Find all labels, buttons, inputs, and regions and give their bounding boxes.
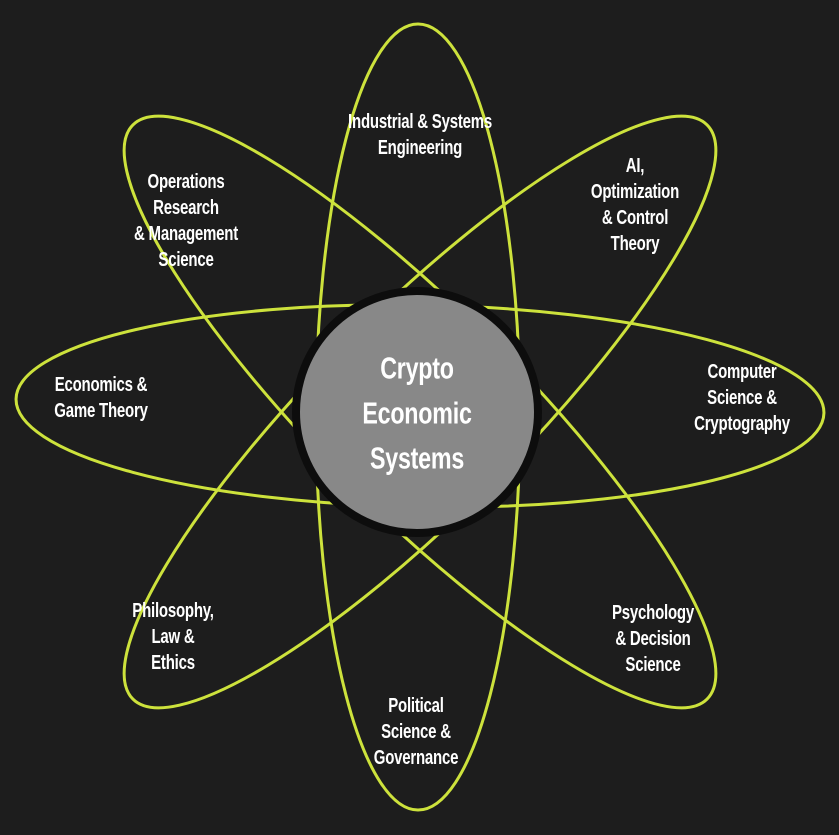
petal-label-computer-science-cryptography: Computer Science & Cryptography — [694, 361, 790, 435]
petal-label-industrial-systems-engineering: Industrial & Systems Engineering — [348, 111, 492, 159]
petal-label-economics-game-theory: Economics & Game Theory — [54, 374, 148, 422]
center-title: Crypto Economic Systems — [362, 350, 472, 476]
center-circle — [292, 287, 542, 537]
petal-label-psychology-decision-science: Psychology & Decision Science — [612, 602, 694, 676]
petal-label-ai-optimization-control-theory: AI, Optimization & Control Theory — [590, 155, 680, 255]
petal-label-philosophy-law-ethics: Philosophy, Law & Ethics — [132, 600, 214, 674]
petal-label-operations-research-management-science: Operations Research & Management Science — [134, 171, 238, 271]
petal-label-political-science-governance: Political Science & Governance — [373, 695, 459, 769]
